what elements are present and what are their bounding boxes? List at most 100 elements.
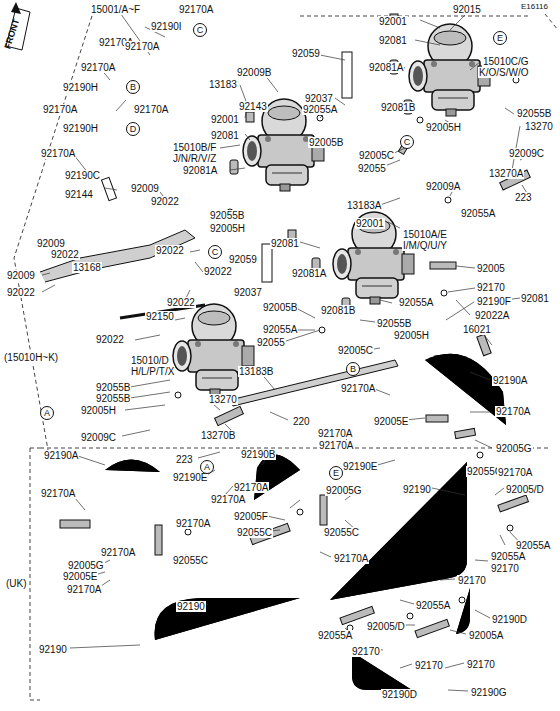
callout-number: 92170A <box>66 584 102 595</box>
callout-number: 92170A <box>175 518 211 529</box>
callout-number: 92001 <box>210 114 240 125</box>
callout-number: 92170 <box>351 646 381 657</box>
callout-number: 92190E <box>172 472 208 483</box>
reference-letter: A <box>204 463 210 472</box>
callout-number: 92055A <box>460 208 496 219</box>
callout-number: 92170A <box>133 104 169 115</box>
callout-number: 92190D <box>381 689 418 700</box>
callout-number: 92005E <box>373 416 409 427</box>
callout-number: 15001/A~F <box>90 4 141 15</box>
reference-letter: D <box>130 125 137 134</box>
reference-letter: E <box>333 469 339 478</box>
callout-number: 92005G <box>67 560 105 571</box>
callout-number: 92009B <box>236 67 272 78</box>
callout-number: 92170A <box>40 148 76 159</box>
callout-number: 13168 <box>72 262 102 273</box>
figure-code: E16116 <box>520 1 549 12</box>
callout-number: 92190A <box>492 375 528 386</box>
callout-number: 92190 <box>38 644 68 655</box>
callout-number: 92009C <box>508 148 545 159</box>
callout-number: 92190 <box>176 601 206 612</box>
callout-number: 92005C <box>337 345 374 356</box>
callout-number: 92005/D <box>505 484 545 495</box>
reference-circle: E <box>329 466 343 480</box>
callout-number: 92022 <box>150 196 180 207</box>
callout-number: 92005H <box>393 330 430 341</box>
callout-number: 92055B <box>209 210 245 221</box>
callout-number: 92190A <box>43 450 79 461</box>
callout-number: 92190B <box>240 449 276 460</box>
callout-number: 92009 <box>130 183 160 194</box>
callout-number: 92055A <box>398 297 434 308</box>
model-note: (15010H~K) <box>3 352 59 363</box>
reference-letter: A <box>44 409 50 418</box>
callout-number: 92081A <box>291 268 327 279</box>
callout-number: 92005B <box>308 137 344 148</box>
reference-circle: C <box>193 23 207 37</box>
callout-number: 92022 <box>95 334 125 345</box>
callout-number: 92022A <box>474 310 510 321</box>
callout-number: 92170A <box>317 428 353 439</box>
callout-number: 15010B/F <box>172 142 217 153</box>
callout-number: J/N/R/V/Z <box>172 153 217 164</box>
callout-number: 13270 <box>524 121 554 132</box>
callout-number: 92150 <box>145 311 175 322</box>
callout-number: 92005B <box>262 302 298 313</box>
callout-number: 92170A <box>100 547 136 558</box>
callout-number: 92055A <box>415 600 451 611</box>
callout-number: 92170 <box>476 282 506 293</box>
callout-number: 92170A <box>233 482 269 493</box>
callout-number: 92055B <box>95 393 131 404</box>
callout-number: 15010C/G <box>482 56 530 67</box>
callout-number: 92144 <box>64 189 94 200</box>
callout-number: 15010/D <box>130 355 170 366</box>
callout-number: 92005A <box>468 630 504 641</box>
callout-number: 13270 <box>208 394 238 405</box>
reference-letter: B <box>350 365 356 374</box>
callout-number: 92055C <box>236 527 273 538</box>
callout-number: 92009 <box>6 270 36 281</box>
callout-number: 92190E <box>342 461 378 472</box>
callout-number: 92081A <box>368 62 404 73</box>
callout-number: 92005C <box>358 150 395 161</box>
reference-letter: C <box>404 138 411 147</box>
callout-number: 223 <box>514 192 533 203</box>
callout-number: 15010A/E <box>402 229 448 240</box>
callout-number: 92170A <box>80 62 116 73</box>
callout-number: 92037 <box>304 93 334 104</box>
callout-number: 92055A <box>302 104 338 115</box>
reference-circle: D <box>126 122 140 136</box>
callout-number: K/O/S/W/O <box>478 67 529 78</box>
callout-number: 92005H <box>425 122 462 133</box>
reference-circle: C <box>208 245 222 259</box>
callout-number: 92170 <box>466 659 496 670</box>
callout-number: 13270B <box>200 430 236 441</box>
callout-number: 220 <box>292 416 311 427</box>
callout-number: 92022 <box>50 249 80 260</box>
callout-number: 92022 <box>155 245 185 256</box>
callout-number: 92001 <box>378 16 408 27</box>
callout-number: 92005H <box>80 405 117 416</box>
callout-number: 92009A <box>425 181 461 192</box>
callout-number: 92170A <box>495 406 531 417</box>
callout-number: 92190 <box>402 484 432 495</box>
callout-number: 92170 <box>490 563 520 574</box>
callout-number: 92005 <box>476 263 506 274</box>
callout-number: 92001 <box>355 218 385 229</box>
callout-number: 223 <box>175 454 194 465</box>
callout-number: 13270A <box>488 168 524 179</box>
callout-number: 92055B <box>95 382 131 393</box>
callout-number: 92170A <box>318 440 354 451</box>
callout-number: 92055C <box>172 555 209 566</box>
callout-number: 92059 <box>228 254 258 265</box>
callout-number: 92170A <box>497 467 533 478</box>
callout-number: 16021 <box>462 324 492 335</box>
callout-number: 13183B <box>238 366 274 377</box>
callout-number: 92022 <box>203 266 233 277</box>
callout-number: 92190H <box>62 82 99 93</box>
model-note: (UK) <box>5 578 28 589</box>
callout-number: 92059 <box>291 48 321 59</box>
callout-number: H/L/P/T/X <box>130 366 175 377</box>
callout-number: 92055A <box>262 324 298 335</box>
